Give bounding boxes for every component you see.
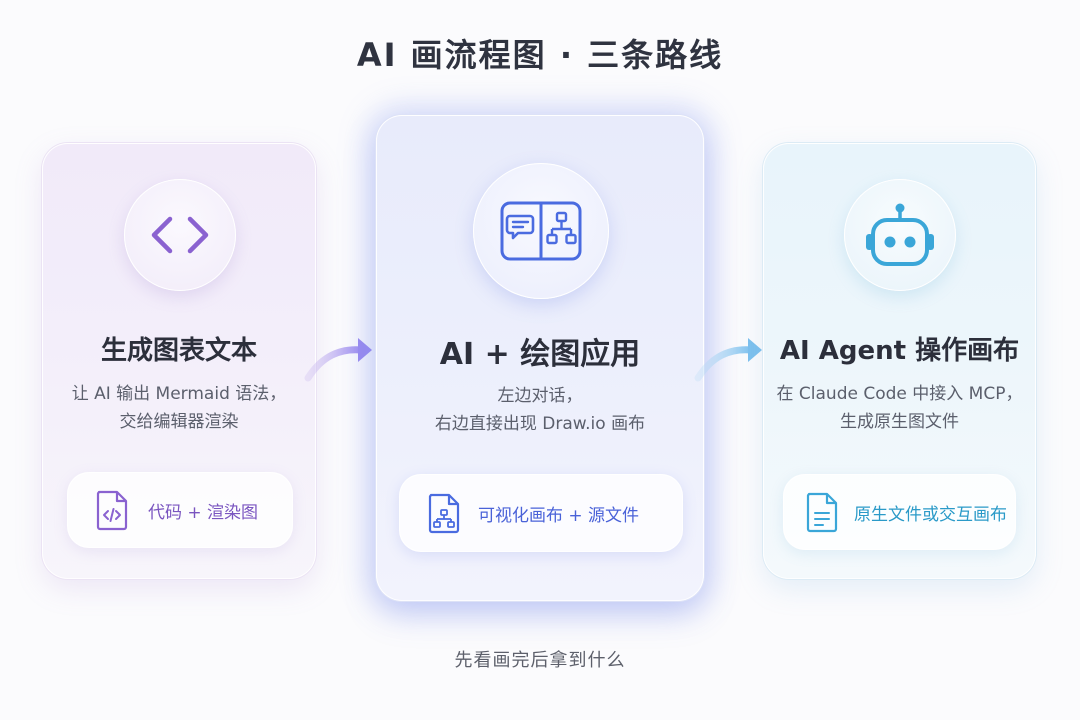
route-card-chart-text: 生成图表文本 让 AI 输出 Mermaid 语法， 交给编辑器渲染 代码 + …	[42, 143, 316, 579]
route-output-label: 可视化画布 + 源文件	[478, 505, 640, 526]
route-card-ai-drawing-app: AI + 绘图应用 左边对话， 右边直接出现 Draw.io 画布 可视化画布 …	[376, 115, 704, 601]
chat-and-diagram-split-icon	[473, 163, 609, 299]
route-output-pill: 原生文件或交互画布	[783, 474, 1016, 550]
route-description-line: 交给编辑器渲染	[119, 412, 239, 432]
route-title: AI + 绘图应用	[439, 337, 641, 372]
route-description-line: 左边对话，	[497, 386, 583, 406]
robot-icon	[844, 179, 956, 291]
route-description-line: 生成原生图文件	[840, 412, 959, 432]
route-card-ai-agent-canvas: AI Agent 操作画布 在 Claude Code 中接入 MCP， 生成原…	[763, 143, 1036, 579]
route-title: AI Agent 操作画布	[779, 336, 1020, 366]
page-title: AI 画流程图 · 三条路线	[356, 36, 724, 74]
route-description: 左边对话， 右边直接出现 Draw.io 画布	[377, 382, 703, 438]
route-description: 在 Claude Code 中接入 MCP， 生成原生图文件	[764, 380, 1035, 436]
route-description-line: 让 AI 输出 Mermaid 语法，	[71, 384, 287, 404]
route-description: 让 AI 输出 Mermaid 语法， 交给编辑器渲染	[43, 380, 315, 436]
route-output-label: 原生文件或交互画布	[854, 504, 1007, 525]
route-description-line: 右边直接出现 Draw.io 画布	[434, 414, 646, 434]
route-output-pill: 代码 + 渲染图	[67, 472, 293, 548]
route-output-label: 代码 + 渲染图	[148, 502, 259, 523]
code-brackets-icon	[124, 179, 236, 291]
route-description-line: 在 Claude Code 中接入 MCP，	[776, 384, 1023, 404]
code-file-icon	[94, 488, 130, 532]
route-title: 生成图表文本	[100, 336, 257, 366]
route-output-pill: 可视化画布 + 源文件	[399, 474, 683, 552]
diagram-file-icon	[426, 491, 462, 535]
footer-caption: 先看画完后拿到什么	[454, 650, 626, 671]
arrow-right-icon	[304, 338, 372, 382]
arrow-right-icon	[694, 338, 762, 382]
document-file-icon	[804, 490, 840, 534]
